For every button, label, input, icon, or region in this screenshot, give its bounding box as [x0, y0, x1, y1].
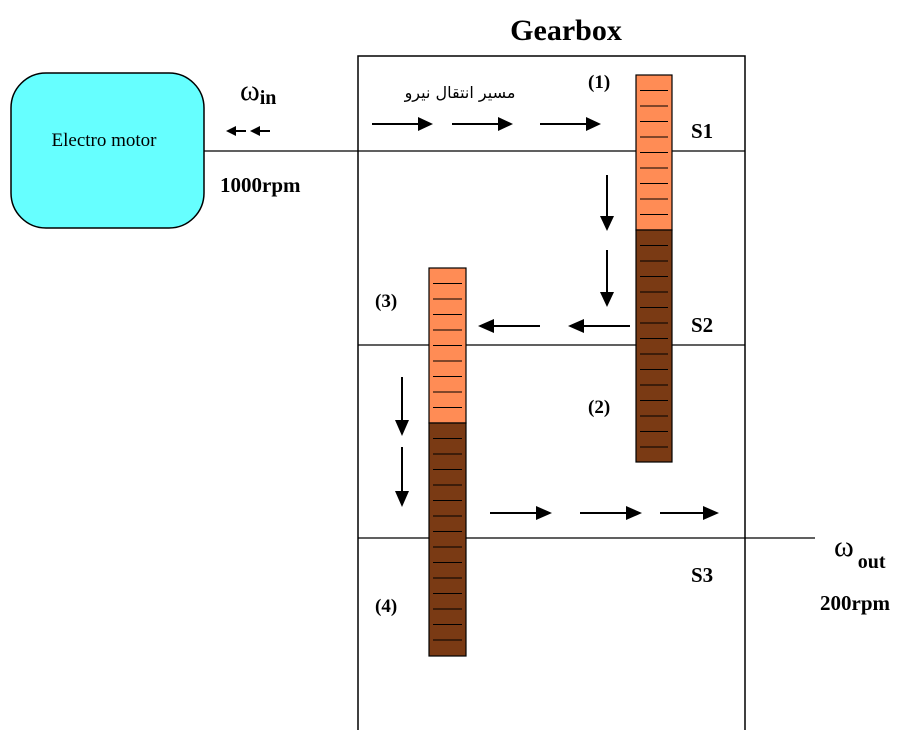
power-flow-arrows-bottom: [490, 506, 719, 520]
output-speed-label: 200rpm: [820, 591, 891, 615]
power-flow-arrows-top: [372, 117, 601, 131]
omega-in-symbol: ωin: [240, 74, 276, 109]
gear-1: [635, 74, 673, 231]
gear-1-label: (1): [588, 72, 610, 93]
gear-stack-right: [635, 74, 673, 463]
gear-stack-left: [428, 267, 467, 657]
power-path-label: مسیر انتقال نیرو: [404, 83, 516, 103]
input-direction-arrows: [226, 126, 270, 136]
shaft-s2-label: S2: [691, 313, 713, 337]
power-flow-arrows-left: [478, 319, 630, 333]
gear-2-label: (2): [588, 397, 610, 418]
power-flow-arrows-down-left: [395, 377, 409, 507]
omega-out-subscript: out: [858, 551, 886, 573]
gear-4-label: (4): [375, 596, 397, 617]
gear-3-label: (3): [375, 291, 397, 312]
shaft-s1-label: S1: [691, 119, 713, 143]
gearbox-housing: [357, 55, 746, 730]
gear-3: [428, 267, 467, 424]
gear-2: [635, 229, 673, 463]
input-speed-label: 1000rpm: [220, 173, 301, 197]
omega-out-letter: ω: [834, 530, 854, 563]
omega-in-subscript: in: [260, 87, 277, 109]
shaft-s3-label: S3: [691, 563, 713, 587]
gear-4: [428, 422, 467, 657]
power-flow-arrows-down-right: [600, 175, 614, 307]
gearbox-title: Gearbox: [510, 14, 622, 47]
omega-in-letter: ω: [240, 74, 260, 107]
electro-motor-label: Electro motor: [52, 130, 158, 151]
